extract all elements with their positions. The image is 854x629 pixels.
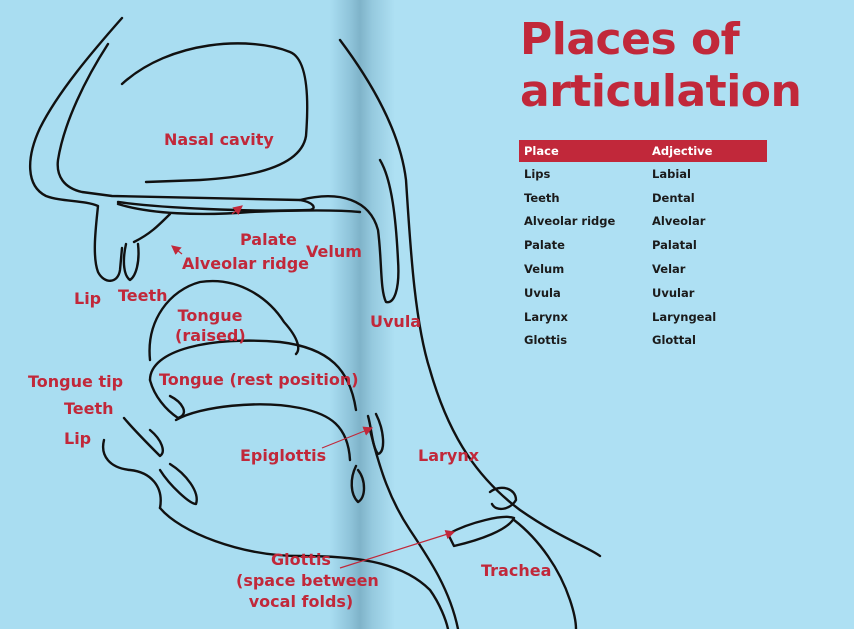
cell-place: Alveolar ridge: [524, 214, 616, 229]
cell-adjective: Labial: [652, 166, 691, 181]
table-row: Larynx Laryngeal: [519, 305, 767, 329]
table-row: Lips Labial: [519, 162, 767, 186]
tongue-floor: [174, 403, 352, 462]
cell-place: Palate: [524, 238, 565, 253]
upper-teeth: [122, 242, 140, 282]
cell-adjective: Uvular: [652, 285, 695, 300]
cell-place: Larynx: [524, 309, 568, 324]
label-lip-lower: Lip: [64, 429, 92, 448]
cell-adjective: Laryngeal: [652, 309, 717, 324]
label-velum: Velum: [306, 242, 362, 261]
table-header-row: Place Adjective: [519, 140, 767, 162]
page-title-line-2: articulation: [520, 66, 802, 117]
palate-outline: [116, 202, 362, 216]
label-uvula: Uvula: [370, 312, 422, 331]
label-epiglottis: Epiglottis: [240, 446, 327, 465]
table-row: Alveolar ridge Alveolar: [519, 210, 767, 234]
cell-adjective: Dental: [652, 190, 695, 205]
label-tongue-rest: Tongue (rest position): [159, 370, 359, 389]
label-palate: Palate: [240, 230, 297, 249]
cell-place: Teeth: [524, 190, 560, 205]
label-glottis-note-1: (space between: [236, 571, 379, 590]
header-place: Place: [519, 140, 647, 162]
lower-teeth: [122, 416, 164, 458]
label-nasal-cavity: Nasal cavity: [164, 130, 274, 149]
cell-adjective: Palatal: [652, 238, 697, 253]
label-larynx: Larynx: [418, 446, 480, 465]
face-profile-outline: [29, 16, 124, 282]
label-trachea: Trachea: [481, 561, 552, 580]
palate-arrow: [231, 205, 243, 215]
jaw-outline: [158, 506, 450, 629]
label-tongue-tip: Tongue tip: [28, 372, 124, 391]
label-teeth-lower: Teeth: [64, 399, 114, 418]
glottis-arrow: [339, 529, 456, 569]
table-row: Palate Palatal: [519, 233, 767, 257]
pharynx-wall: [338, 38, 602, 558]
tongue-rest-outline: [148, 339, 358, 412]
table-row: Glottis Glottal: [519, 329, 767, 353]
page-title: Places of articulation: [520, 14, 802, 118]
cell-place: Glottis: [524, 333, 568, 348]
alveolar-outline: [132, 212, 172, 244]
lower-lip-outline: [101, 438, 162, 510]
larynx-front: [368, 428, 460, 629]
vocal-fold: [446, 515, 516, 548]
cell-place: Lips: [524, 166, 551, 181]
label-glottis-note-2: vocal folds): [248, 592, 354, 611]
label-lip-upper: Lip: [74, 289, 102, 308]
cell-adjective: Glottal: [652, 333, 696, 348]
cell-adjective: Velar: [652, 262, 686, 277]
tongue-raised-outline: [148, 279, 300, 362]
label-glottis: Glottis: [271, 550, 331, 569]
table-row: Uvula Uvular: [519, 281, 767, 305]
cell-place: Velum: [524, 262, 565, 277]
page-title-line-1: Places of: [520, 14, 740, 65]
trachea-ring: [488, 486, 518, 511]
table-row: Velum Velar: [519, 257, 767, 281]
chin-inner: [158, 462, 198, 506]
cell-place: Uvula: [524, 285, 561, 300]
trachea-wall: [512, 518, 578, 629]
epiglottis-arrow: [321, 426, 374, 449]
epiglottis-small: [350, 464, 366, 504]
label-teeth-upper: Teeth: [118, 286, 168, 305]
nasal-cavity-outline: [56, 42, 315, 212]
label-alveolar-ridge: Alveolar ridge: [182, 254, 310, 273]
places-table: Place Adjective Lips Labial Teeth Dental A…: [519, 140, 767, 352]
alveolar-arrow: [171, 245, 183, 255]
velum-outline: [298, 158, 400, 304]
label-tongue-raised: Tongue (raised): [175, 306, 246, 345]
cell-adjective: Alveolar: [652, 214, 706, 229]
table-row: Teeth Dental: [519, 186, 767, 210]
header-adjective: Adjective: [647, 140, 767, 162]
upper-nasal-outline: [120, 42, 309, 184]
